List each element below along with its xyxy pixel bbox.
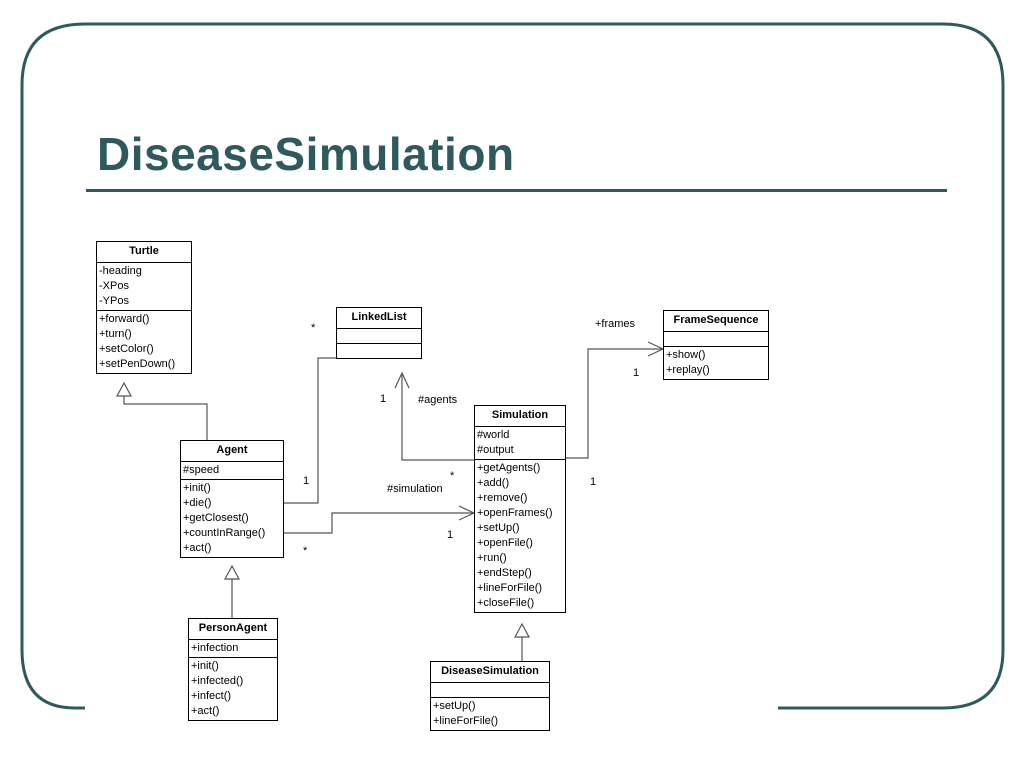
agent-simulation-association [284, 512, 474, 534]
operations-compartment: +getAgents() +add() +remove() +openFrame… [475, 460, 565, 612]
class-personagent: PersonAgent +infection +init() +infected… [188, 618, 278, 721]
attribute: #world [477, 429, 510, 441]
class-framesequence: FrameSequence +show() +replay() [663, 310, 769, 380]
agent-turtle-generalization [123, 395, 208, 440]
operation: +endStep() [477, 567, 532, 579]
attributes-compartment: +infection [189, 640, 277, 658]
multiplicity-framesequence-one: 1 [633, 367, 640, 379]
class-name: FrameSequence [664, 311, 768, 332]
simulation-linkedlist-association [401, 373, 474, 461]
turtle-inheritance-arrowhead [115, 381, 133, 397]
operation: +openFile() [477, 537, 533, 549]
operation: +infect() [191, 690, 232, 702]
class-simulation: Simulation #world #output +getAgents() +… [474, 405, 566, 613]
attribute: #speed [183, 464, 220, 476]
class-name: Turtle [97, 242, 191, 263]
class-linkedlist: LinkedList [336, 307, 422, 359]
attribute: -XPos [99, 280, 129, 292]
operation: +act() [183, 542, 212, 554]
operations-compartment: +setUp() +lineForFile() [431, 698, 549, 730]
attributes-compartment [431, 683, 549, 698]
operation: +setUp() [477, 522, 520, 534]
operations-compartment: +forward() +turn() +setColor() +setPenDo… [97, 311, 191, 373]
operations-compartment [337, 344, 421, 358]
operations-compartment: +init() +die() +getClosest() +countInRan… [181, 480, 283, 557]
slide-title: DiseaseSimulation [97, 128, 515, 180]
attributes-compartment: #speed [181, 462, 283, 480]
operation: +getClosest() [183, 512, 249, 524]
attributes-compartment: #world #output [475, 427, 565, 460]
role-agents-label: #agents [418, 394, 458, 406]
simulation-inheritance-arrowhead [513, 622, 531, 638]
operation: +infected() [191, 675, 244, 687]
attributes-compartment: -heading -XPos -YPos [97, 263, 191, 311]
multiplicity-simulation-star: * [450, 470, 455, 482]
operation: +init() [183, 482, 211, 494]
multiplicity-agent-star: * [303, 545, 308, 557]
linkedlist-navigability-arrowhead [394, 371, 410, 389]
operation: +lineForFile() [433, 715, 499, 727]
multiplicity-agent-one: 1 [303, 475, 310, 487]
multiplicity-linkedlist-star: * [311, 322, 316, 334]
role-frames-label: +frames [595, 318, 636, 330]
operation: +forward() [99, 313, 150, 325]
operation: +die() [183, 497, 212, 509]
attribute: #output [477, 444, 514, 456]
class-turtle: Turtle -heading -XPos -YPos +forward() +… [96, 241, 192, 374]
operation: +setColor() [99, 343, 154, 355]
multiplicity-linkedlist-one: 1 [380, 393, 387, 405]
title-divider [86, 189, 947, 192]
multiplicity-simulation-frames-one: 1 [590, 476, 597, 488]
attribute: +infection [191, 642, 239, 654]
operation: +add() [477, 477, 510, 489]
agent-linkedlist-association [284, 357, 336, 504]
frame-border [20, 22, 1005, 710]
class-name: Simulation [475, 406, 565, 427]
attributes-compartment [337, 329, 421, 344]
attribute: -YPos [99, 295, 129, 307]
operation: +countInRange() [183, 527, 266, 539]
operation: +setUp() [433, 700, 476, 712]
operation: +init() [191, 660, 219, 672]
operations-compartment: +init() +infected() +infect() +act() [189, 658, 277, 720]
operation: +lineForFile() [477, 582, 543, 594]
class-name: Agent [181, 441, 283, 462]
agent-inheritance-arrowhead [223, 564, 241, 580]
operation: +getAgents() [477, 462, 541, 474]
class-name: LinkedList [337, 308, 421, 329]
operation: +setPenDown() [99, 358, 176, 370]
operation: +run() [477, 552, 507, 564]
operation: +show() [666, 349, 706, 361]
attribute: -heading [99, 265, 142, 277]
operation: +replay() [666, 364, 710, 376]
operations-compartment: +show() +replay() [664, 347, 768, 379]
multiplicity-simulation-one: 1 [447, 529, 454, 541]
operation: +openFrames() [477, 507, 553, 519]
operation: +closeFile() [477, 597, 535, 609]
role-simulation-label: #simulation [387, 483, 443, 495]
simulation-framesequence-association [566, 348, 663, 459]
operation: +remove() [477, 492, 528, 504]
class-diseasesimulation: DiseaseSimulation +setUp() +lineForFile(… [430, 661, 550, 731]
operation: +turn() [99, 328, 132, 340]
operation: +act() [191, 705, 220, 717]
class-name: DiseaseSimulation [431, 662, 549, 683]
class-name: PersonAgent [189, 619, 277, 640]
class-agent: Agent #speed +init() +die() +getClosest(… [180, 440, 284, 558]
attributes-compartment [664, 332, 768, 347]
